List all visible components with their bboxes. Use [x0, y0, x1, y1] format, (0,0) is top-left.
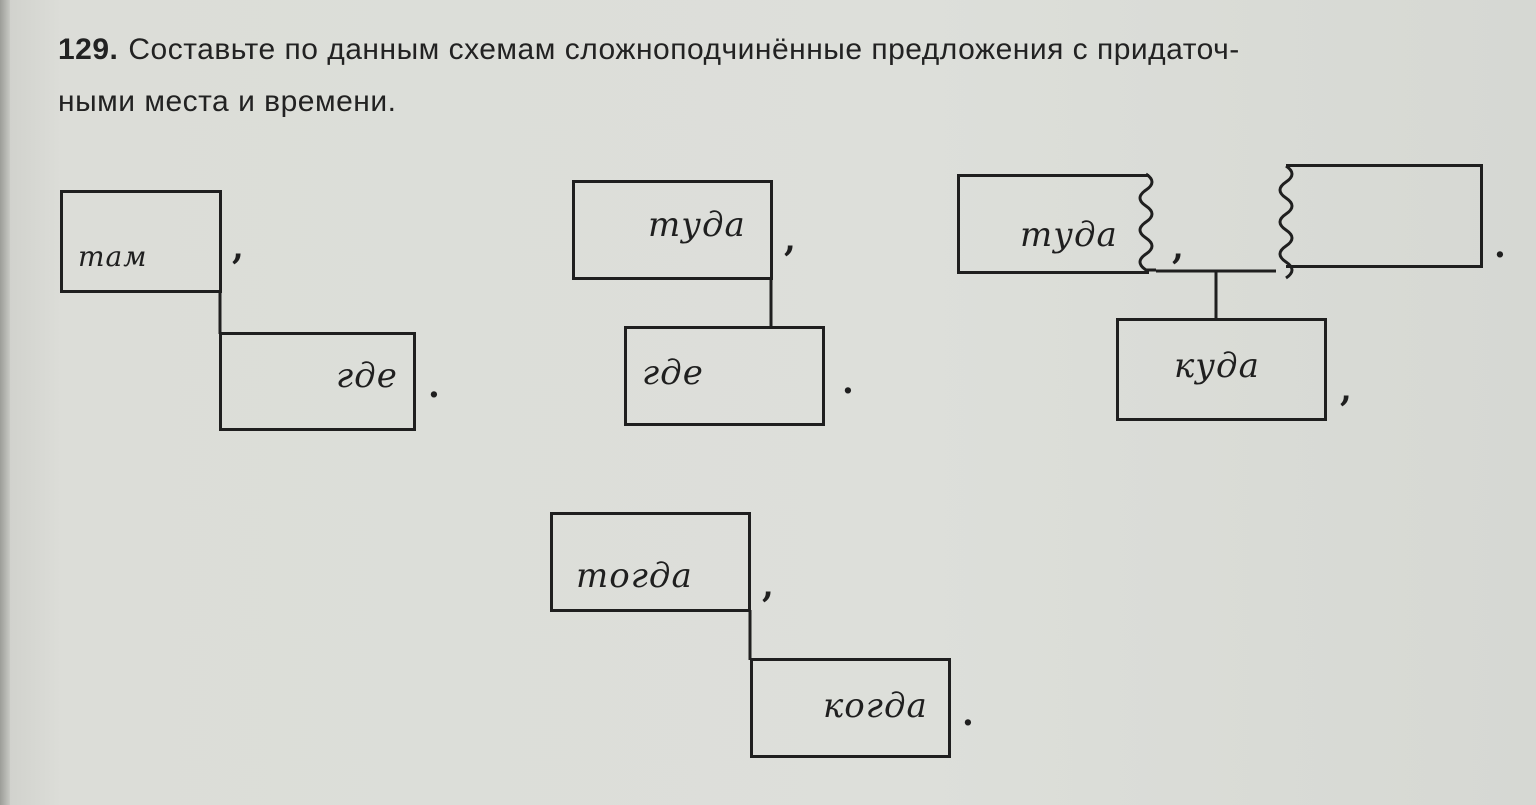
exercise-instruction-line1: Составьте по данным схемам сложноподчинё… — [128, 33, 1240, 66]
scheme1-sub-word: где — [336, 356, 398, 396]
scheme2-comma: , — [784, 220, 796, 260]
exercise-number: 129. — [58, 33, 119, 66]
scheme1-main-word: там — [78, 240, 148, 273]
scheme1-sub-clause-box — [219, 332, 416, 431]
scheme1-comma: , — [232, 228, 244, 268]
scheme2-main-word: туда — [648, 205, 746, 245]
scheme2-sub-clause-box — [624, 326, 825, 426]
scheme3-main-clause-left-box — [957, 174, 1149, 274]
exercise-instruction-line2: ными места и времени. — [58, 85, 397, 118]
scheme4-main-clause-box — [550, 512, 751, 612]
scheme4-sub-word: когда — [823, 686, 928, 726]
scheme2-period: . — [842, 362, 854, 402]
book-spine-shadow — [0, 0, 10, 805]
scheme3-sub-word: куда — [1174, 346, 1260, 386]
scheme3-comma: , — [1172, 228, 1184, 268]
scheme3-sub-clause-box — [1116, 318, 1327, 421]
scheme4-period: . — [962, 694, 974, 734]
scheme2-main-clause-box — [572, 180, 773, 280]
scheme4-main-word: тогда — [576, 556, 693, 596]
scheme3-period: . — [1494, 226, 1506, 266]
scheme2-sub-word: где — [642, 353, 704, 393]
scheme1-main-clause-box — [60, 190, 222, 293]
scheme3-main-word: туда — [1020, 215, 1118, 255]
scheme3-main-clause-right-box — [1286, 164, 1483, 268]
scheme4-sub-clause-box — [750, 658, 951, 758]
exercise-text: 129. Составьте по данным схемам сложнопод… — [58, 24, 1508, 128]
scheme1-period: . — [428, 366, 440, 406]
scheme4-comma: , — [762, 566, 774, 606]
scheme3-sub-comma: , — [1340, 370, 1352, 410]
